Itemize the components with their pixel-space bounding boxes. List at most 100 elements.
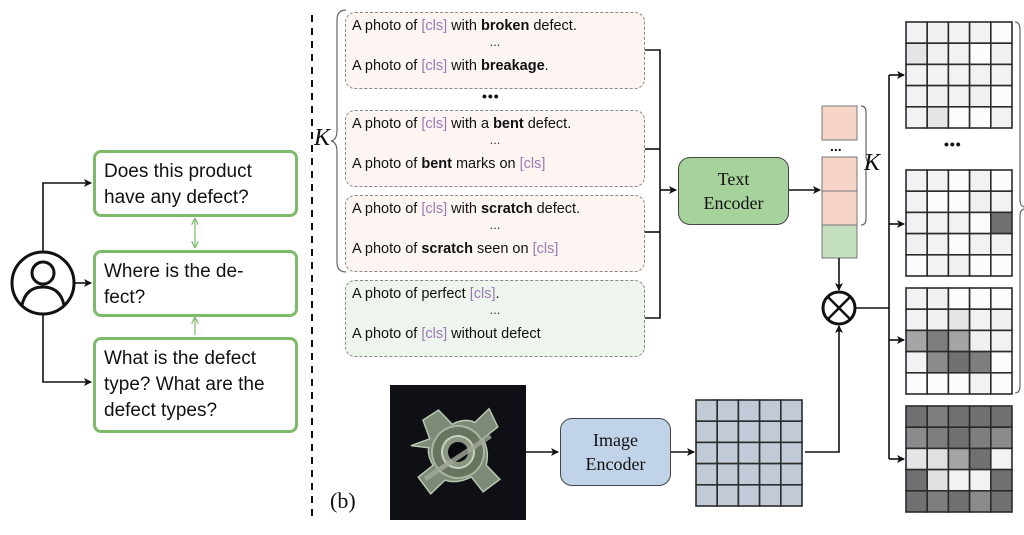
query-box-defect-type: What is the defect type? What are the de… bbox=[93, 337, 298, 433]
prompt-text: with bbox=[447, 18, 481, 34]
input-product-image bbox=[390, 385, 526, 520]
grid-cell bbox=[926, 169, 950, 193]
text-encoder-block: Text Encoder bbox=[678, 157, 789, 225]
grid-cell bbox=[989, 308, 1013, 332]
grid-cell bbox=[968, 232, 992, 256]
grid-cell bbox=[905, 287, 929, 311]
grid-cell bbox=[758, 483, 782, 507]
query-box-defect-location: Where is the de-fect? bbox=[93, 250, 298, 317]
prompt-bus bbox=[645, 49, 661, 319]
grid-cell bbox=[968, 489, 992, 513]
grid-cell bbox=[926, 405, 950, 429]
grid-cell bbox=[968, 211, 992, 235]
grid-cell bbox=[926, 254, 950, 277]
class-token: [cls] bbox=[421, 18, 448, 34]
prompt-text: A photo of bbox=[352, 116, 422, 132]
grid-cell bbox=[737, 483, 761, 507]
grid-cell bbox=[947, 190, 971, 214]
prompt-line: A photo of [cls] with scratch defect. bbox=[352, 199, 638, 219]
text-encoder-label-1: Text bbox=[717, 169, 750, 189]
grid-cell bbox=[905, 106, 929, 129]
grid-cell bbox=[968, 42, 992, 66]
grid-cell bbox=[947, 489, 971, 513]
grid-cell bbox=[989, 21, 1013, 45]
text-embeddings-column bbox=[821, 105, 858, 259]
grid-cell bbox=[905, 63, 929, 87]
grid-cell bbox=[947, 350, 971, 374]
class-token: [cls] bbox=[421, 116, 448, 132]
grid-cell bbox=[989, 405, 1013, 429]
grid-cell bbox=[905, 426, 929, 450]
grid-cell bbox=[968, 350, 992, 374]
grid-cell bbox=[926, 63, 950, 87]
grid-cell bbox=[968, 371, 992, 395]
grid-cell bbox=[926, 84, 950, 108]
class-token: [cls] bbox=[421, 201, 448, 217]
grid-cell bbox=[926, 106, 950, 129]
grid-cell bbox=[947, 287, 971, 311]
grid-cell bbox=[968, 405, 992, 429]
grid-cell bbox=[968, 329, 992, 353]
grid-cell bbox=[905, 42, 929, 66]
output-anomaly-maps bbox=[905, 21, 1013, 513]
defect-embedding bbox=[821, 156, 858, 192]
grid-cell bbox=[905, 21, 929, 45]
user-to-query1-arrow bbox=[42, 179, 92, 252]
grid-cell bbox=[968, 63, 992, 87]
grid-cell bbox=[716, 462, 740, 486]
grid-cell bbox=[695, 399, 719, 423]
defect-keyword: bent bbox=[421, 156, 452, 172]
grid-cell bbox=[989, 232, 1013, 256]
prompt-text: seen on bbox=[472, 241, 533, 257]
user-to-query3-arrow bbox=[42, 314, 92, 386]
grid-cell bbox=[905, 211, 929, 235]
grid-cell bbox=[758, 441, 782, 465]
grid-cell bbox=[989, 371, 1013, 395]
prompt-text: defect. bbox=[523, 116, 572, 132]
prompt-line: A photo of [cls] without defect bbox=[352, 324, 638, 344]
defect-keyword: broken bbox=[480, 18, 530, 34]
prompt-text: with bbox=[447, 201, 481, 217]
grid-cell bbox=[947, 21, 971, 45]
grid-cell bbox=[926, 211, 950, 235]
grid-cell bbox=[779, 483, 803, 507]
anomaly-map-3 bbox=[905, 287, 1013, 395]
prompt-text: without defect bbox=[447, 326, 541, 342]
prompt-line: A photo of [cls] with broken defect. bbox=[352, 16, 638, 36]
grid-cell bbox=[926, 287, 950, 311]
normal-embedding bbox=[821, 224, 858, 259]
prompt-line: A photo of [cls] with breakage. bbox=[352, 56, 638, 76]
grid-cell bbox=[926, 447, 950, 471]
class-token: [cls] bbox=[532, 241, 559, 257]
grid-cell bbox=[905, 169, 929, 193]
text-encoder-label-2: Encoder bbox=[703, 193, 764, 213]
grid-cell bbox=[989, 106, 1013, 129]
class-token: [cls] bbox=[421, 58, 448, 74]
grid-cell bbox=[905, 371, 929, 395]
defect-embedding bbox=[821, 105, 858, 141]
grid-cell bbox=[695, 441, 719, 465]
grid-cell bbox=[905, 254, 929, 277]
prompt-k-brace bbox=[330, 9, 347, 273]
image-encoder-label-1: Image bbox=[593, 430, 638, 450]
grid-cell bbox=[779, 462, 803, 486]
grid-cell bbox=[968, 308, 992, 332]
maps-k-brace bbox=[1014, 21, 1024, 394]
grid-cell bbox=[716, 441, 740, 465]
grid-cell bbox=[947, 232, 971, 256]
anomaly-map-4 bbox=[905, 405, 1013, 513]
grid-cell bbox=[737, 399, 761, 423]
embeddings-k-label: K bbox=[864, 150, 881, 176]
grid-cell bbox=[947, 254, 971, 277]
grid-cell bbox=[989, 42, 1013, 66]
grid-cell bbox=[737, 441, 761, 465]
grid-cell bbox=[905, 190, 929, 214]
grid-cell bbox=[947, 211, 971, 235]
grid-cell bbox=[926, 371, 950, 395]
grid-cell bbox=[926, 329, 950, 353]
grid-cell bbox=[947, 329, 971, 353]
grid-cell bbox=[968, 21, 992, 45]
grid-cell bbox=[989, 468, 1013, 492]
grid-cell bbox=[989, 63, 1013, 87]
grid-cell bbox=[968, 468, 992, 492]
